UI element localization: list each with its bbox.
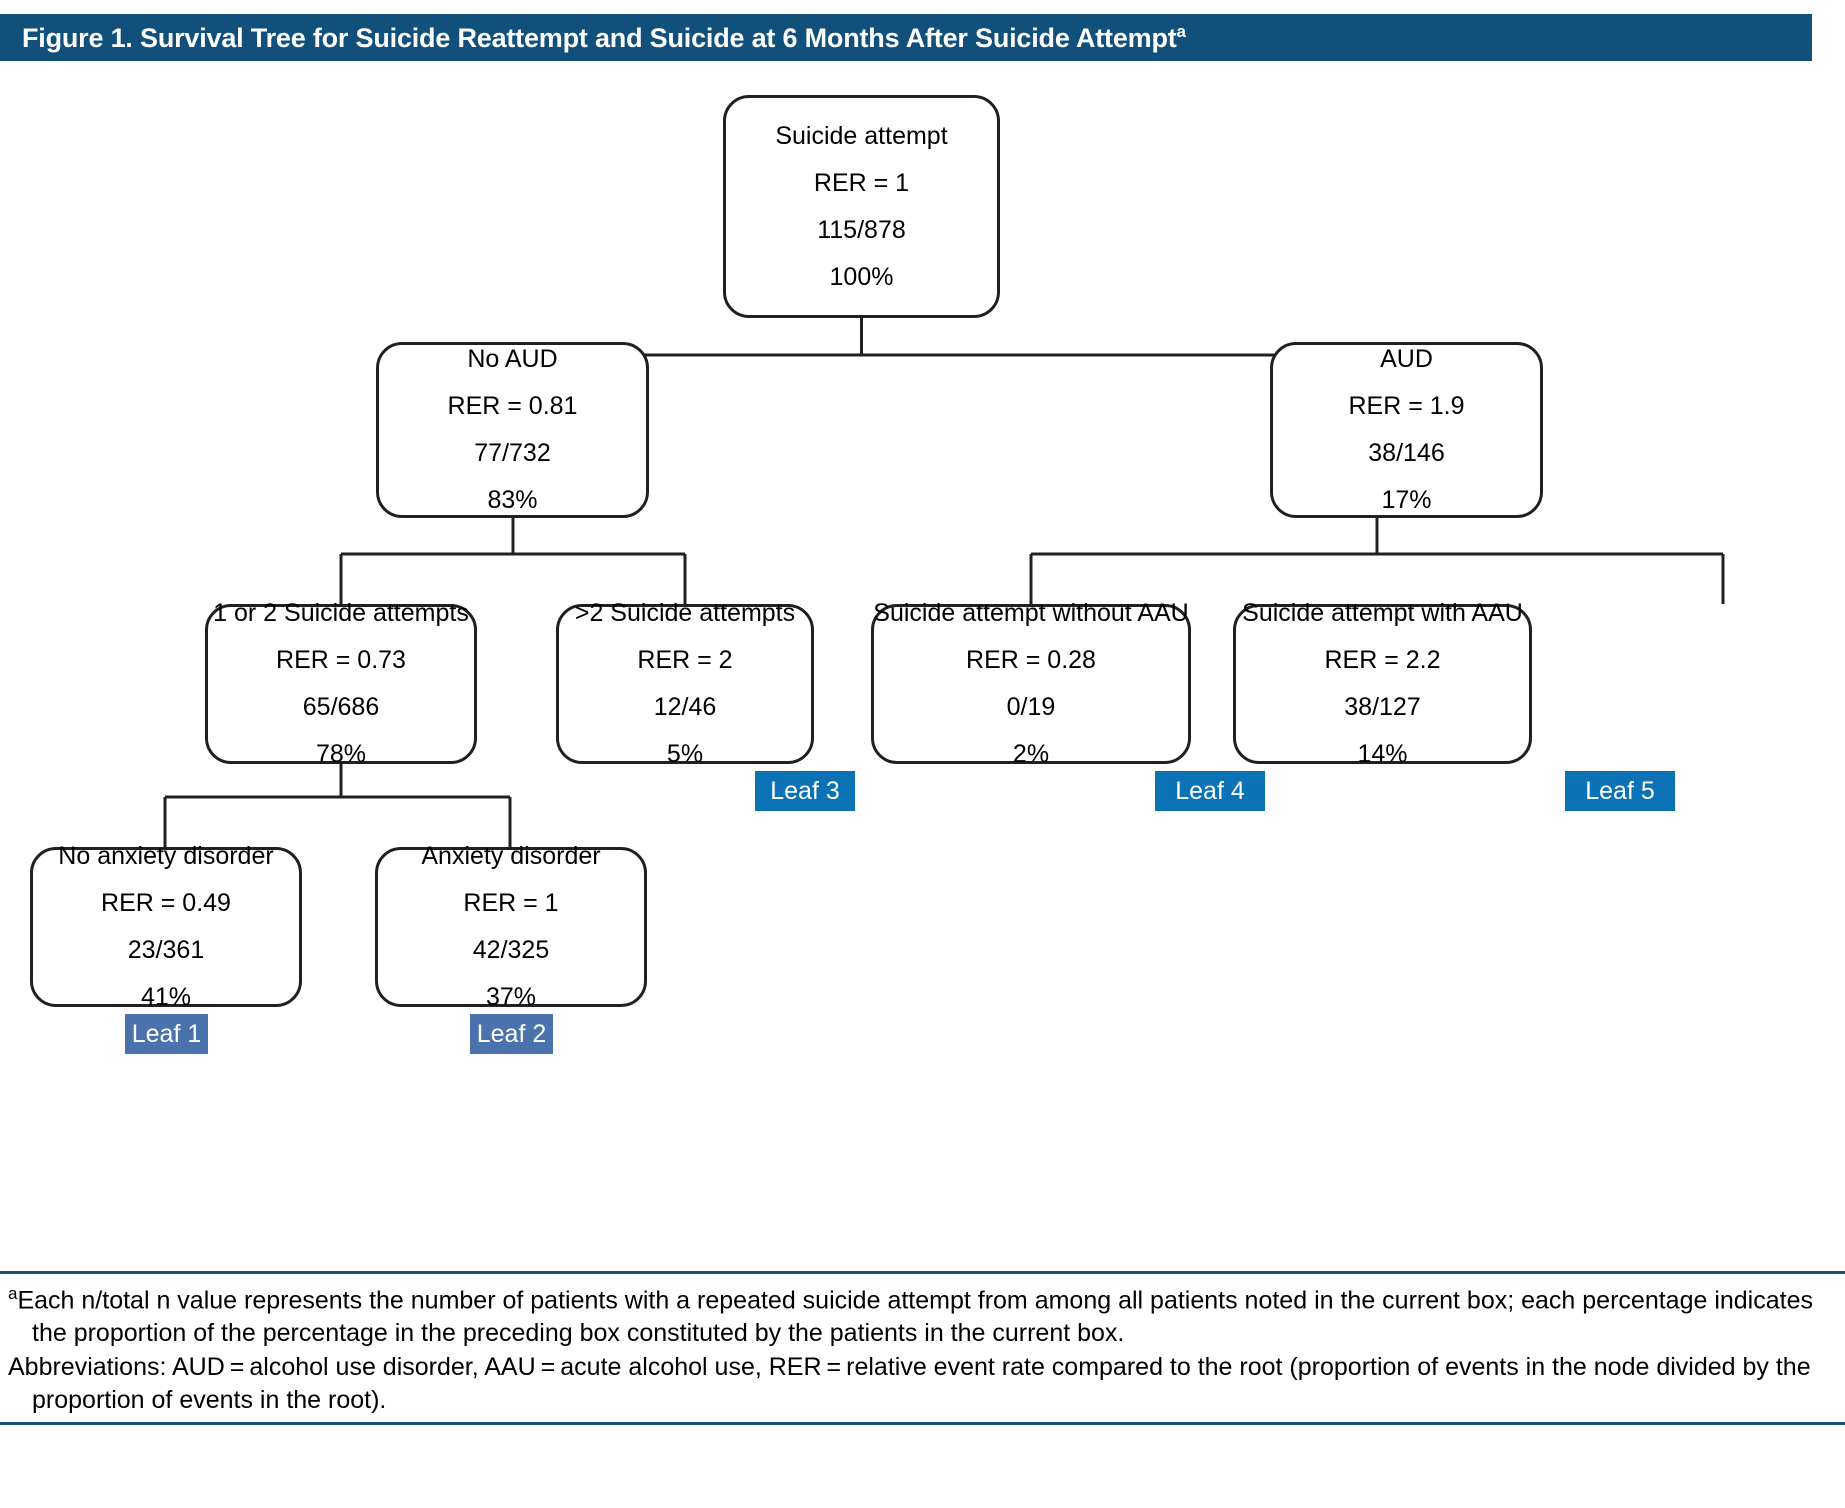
node-attempts-1-or-2-label: 1 or 2 Suicide attempts (213, 599, 469, 627)
node-no-aud-label: No AUD (467, 345, 558, 373)
node-root-percent: 100% (829, 262, 894, 291)
page-title-text: Figure 1. Survival Tree for Suicide Reat… (22, 22, 1177, 53)
footnote-rule-top (0, 1271, 1845, 1274)
survival-tree-diagram: Suicide attempt RER = 1 115/878 100% No … (0, 61, 1845, 1266)
node-attempts-greater-than-2[interactable]: >2 Suicide attempts RER = 2 12/46 5% (556, 599, 814, 768)
node-aud-rer: RER = 1.9 (1348, 392, 1465, 420)
node-no-anxiety-percent: 41% (140, 983, 192, 1011)
node-attempts-1-or-2-ratio: 65/686 (302, 693, 380, 721)
footnote-abbreviations: Abbreviations: AUD = alcohol use disorde… (8, 1353, 1811, 1414)
node-suicide-attempt-with-aau[interactable]: Suicide attempt with AAU RER = 2.2 38/12… (1233, 599, 1532, 768)
leaf-badge-1: Leaf 1 (125, 1014, 208, 1054)
node-aud-ratio: 38/146 (1368, 439, 1445, 467)
node-root-ratio: 115/878 (817, 215, 906, 244)
node-with-aau-rer: RER = 2.2 (1324, 646, 1441, 674)
node-no-aud-percent: 83% (487, 486, 538, 514)
tree-connector-lines (163, 318, 1725, 847)
leaf-badge-5: Leaf 5 (1565, 771, 1675, 811)
node-no-aud[interactable]: No AUD RER = 0.81 77/732 83% (376, 342, 649, 518)
node-attempts-1-or-2[interactable]: 1 or 2 Suicide attempts RER = 0.73 65/68… (205, 599, 477, 768)
node-no-anxiety-ratio: 23/361 (127, 936, 205, 964)
node-no-aud-rer: RER = 0.81 (447, 392, 578, 420)
node-attempts-1-or-2-rer: RER = 0.73 (276, 646, 406, 674)
node-anxiety-rer: RER = 1 (463, 889, 559, 917)
node-anxiety-label: Anxiety disorder (421, 842, 601, 870)
node-with-aau-label: Suicide attempt with AAU (1242, 599, 1523, 627)
node-with-aau-ratio: 38/127 (1344, 693, 1421, 721)
footnote-rule-bottom (0, 1422, 1845, 1426)
node-without-aau-ratio: 0/19 (1006, 693, 1056, 721)
node-attempts-greater-than-2-percent: 5% (666, 740, 704, 768)
node-attempts-greater-than-2-ratio: 12/46 (653, 693, 717, 721)
page-title: Figure 1. Survival Tree for Suicide Reat… (0, 22, 1186, 54)
node-attempts-greater-than-2-rer: RER = 2 (637, 646, 733, 674)
node-no-anxiety-disorder[interactable]: No anxiety disorder RER = 0.49 23/361 41… (30, 842, 302, 1011)
figure-title-bar: Figure 1. Survival Tree for Suicide Reat… (0, 14, 1812, 61)
node-with-aau-percent: 14% (1357, 740, 1408, 768)
node-root-label: Suicide attempt (775, 121, 948, 150)
node-attempts-1-or-2-percent: 78% (315, 740, 367, 768)
node-no-aud-ratio: 77/732 (474, 439, 551, 467)
node-aud-percent: 17% (1381, 486, 1432, 514)
footnote-superscript-a: a (8, 1284, 18, 1303)
node-root[interactable]: Suicide attempt RER = 1 115/878 100% (723, 95, 1000, 318)
node-suicide-attempt-without-aau[interactable]: Suicide attempt without AAU RER = 0.28 0… (871, 599, 1191, 768)
node-without-aau-label: Suicide attempt without AAU (873, 599, 1189, 627)
node-without-aau-percent: 2% (1012, 740, 1050, 768)
leaf-badge-2: Leaf 2 (470, 1014, 553, 1054)
footnote-note-a: aEach n/total n value represents the num… (8, 1283, 1837, 1349)
node-aud[interactable]: AUD RER = 1.9 38/146 17% (1270, 342, 1543, 518)
footnote-note-a-text: Each n/total n value represents the numb… (17, 1286, 1813, 1347)
node-anxiety-percent: 37% (485, 983, 537, 1011)
node-anxiety-ratio: 42/325 (472, 936, 550, 964)
node-aud-label: AUD (1380, 345, 1433, 373)
figure-footnotes: aEach n/total n value represents the num… (0, 1271, 1845, 1426)
leaf-badge-4: Leaf 4 (1155, 771, 1265, 811)
node-no-anxiety-label: No anxiety disorder (58, 842, 274, 870)
node-attempts-greater-than-2-label: >2 Suicide attempts (574, 599, 796, 627)
node-no-anxiety-rer: RER = 0.49 (101, 889, 231, 917)
page-title-superscript: a (1176, 21, 1186, 41)
node-without-aau-rer: RER = 0.28 (966, 646, 1096, 674)
node-anxiety-disorder[interactable]: Anxiety disorder RER = 1 42/325 37% (375, 842, 647, 1011)
leaf-badge-3: Leaf 3 (755, 771, 855, 811)
node-root-rer: RER = 1 (813, 168, 910, 197)
